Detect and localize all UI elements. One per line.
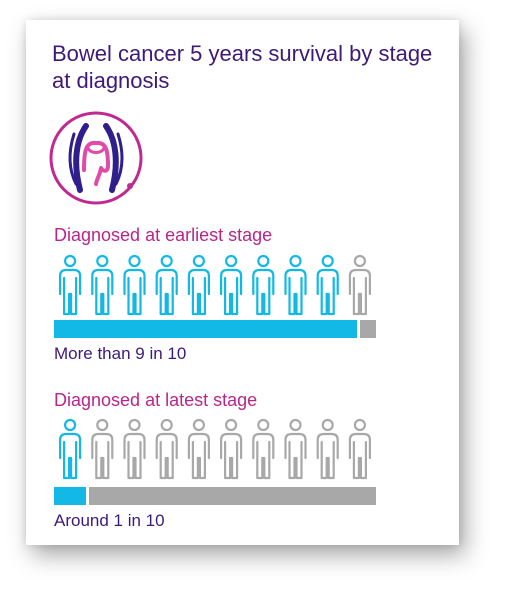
person-icon — [252, 418, 275, 480]
latest-stage-label: Diagnosed at latest stage — [54, 390, 258, 410]
person-icon — [316, 418, 339, 480]
earliest-stage-people — [59, 254, 371, 316]
person-icon — [316, 254, 339, 316]
person-icon — [59, 254, 82, 316]
person-icon — [220, 254, 243, 316]
person-icon — [220, 418, 243, 480]
earliest-stage-bar — [54, 320, 376, 338]
person-icon — [123, 254, 146, 316]
person-icon — [348, 254, 371, 316]
person-icon — [155, 254, 178, 316]
earliest-stage-stat: More than 9 in 10 — [54, 344, 187, 363]
earliest-stage-label: Diagnosed at earliest stage — [54, 225, 273, 245]
latest-stage-stat: Around 1 in 10 — [54, 511, 165, 530]
person-icon — [91, 418, 114, 480]
bar-not-survived-segment — [89, 487, 376, 505]
infographic-card: Bowel cancer 5 years survival by stage a… — [26, 20, 459, 545]
person-icon — [284, 418, 307, 480]
person-icon — [123, 418, 146, 480]
person-icon — [187, 254, 210, 316]
person-icon — [284, 254, 307, 316]
bar-survived-segment — [54, 487, 86, 505]
bar-survived-segment — [54, 320, 357, 338]
bar-not-survived-segment — [360, 320, 376, 338]
latest-stage-bar — [54, 487, 376, 505]
person-icon — [155, 418, 178, 480]
bowel-icon — [49, 111, 143, 205]
person-icon — [252, 254, 275, 316]
person-icon — [91, 254, 114, 316]
person-icon — [59, 418, 82, 480]
infographic-title: Bowel cancer 5 years survival by stage a… — [52, 41, 433, 93]
person-icon — [348, 418, 371, 480]
latest-stage-people — [59, 418, 371, 480]
person-icon — [187, 418, 210, 480]
